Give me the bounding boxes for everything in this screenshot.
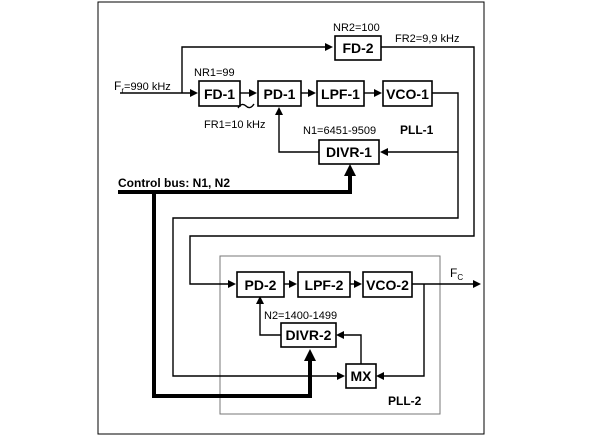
control-bus-divr1 bbox=[154, 173, 352, 194]
fd2-block: FD-2 bbox=[334, 35, 382, 61]
divr1-block: DIVR-1 bbox=[318, 139, 380, 165]
wire-vco1-out bbox=[432, 92, 459, 152]
arrowhead bbox=[256, 296, 264, 304]
arrowhead bbox=[190, 89, 198, 97]
svg-text:PD-2: PD-2 bbox=[245, 277, 277, 293]
fr1-label: FR1=10 kHz bbox=[204, 119, 265, 131]
wire-vco1-to-mx bbox=[172, 152, 459, 377]
lpf2-block: LPF-2 bbox=[297, 271, 351, 298]
arrowhead bbox=[376, 372, 384, 380]
arrowhead bbox=[275, 107, 283, 115]
svg-text:VCO-2: VCO-2 bbox=[366, 277, 409, 293]
pll2-frame bbox=[219, 255, 441, 415]
nr2-label: NR2=100 bbox=[333, 22, 380, 34]
wire-to-fd2 bbox=[181, 46, 326, 93]
arrowhead bbox=[380, 148, 388, 156]
arrowhead bbox=[325, 43, 333, 51]
outer-frame bbox=[97, 1, 485, 435]
arrowhead bbox=[374, 89, 382, 97]
svg-text:LPF-1: LPF-1 bbox=[321, 86, 360, 102]
pd1-block: PD-1 bbox=[257, 80, 302, 107]
fr2-label: FR2=9,9 kHz bbox=[395, 33, 460, 45]
svg-text:DIVR-2: DIVR-2 bbox=[286, 327, 332, 343]
control-bus-line bbox=[118, 190, 312, 398]
svg-text:LPF-2: LPF-2 bbox=[305, 277, 344, 293]
svg-text:VCO-1: VCO-1 bbox=[386, 86, 429, 102]
arrowhead bbox=[228, 280, 236, 288]
svg-text:MX: MX bbox=[351, 368, 373, 384]
divr2-block: DIVR-2 bbox=[280, 322, 337, 348]
bus-arrowhead bbox=[304, 349, 316, 361]
svg-text:FD-2: FD-2 bbox=[342, 40, 373, 56]
arrowhead bbox=[354, 280, 362, 288]
vco2-block: VCO-2 bbox=[362, 271, 413, 298]
fd1-block: FD-1 bbox=[198, 80, 241, 107]
mx-block: MX bbox=[345, 363, 377, 389]
fr-input-label: Fr=990 kHz bbox=[114, 79, 171, 95]
pll1-label: PLL-1 bbox=[400, 123, 434, 137]
svg-text:DIVR-1: DIVR-1 bbox=[326, 144, 372, 160]
svg-text:PD-1: PD-1 bbox=[264, 86, 296, 102]
lpf1-block: LPF-1 bbox=[316, 80, 365, 107]
fc-output-label: FC bbox=[450, 266, 463, 282]
arrowhead bbox=[308, 89, 316, 97]
n2-label: N2=1400-1499 bbox=[264, 310, 337, 322]
control-bus-label: Control bus: N1, N2 bbox=[118, 176, 230, 190]
n1-label: N1=6451-9509 bbox=[303, 125, 376, 137]
wire-mx-divr2 bbox=[343, 334, 362, 364]
svg-text:FD-1: FD-1 bbox=[204, 86, 235, 102]
arrowhead bbox=[289, 280, 297, 288]
wire-fd2-to-pd2 bbox=[189, 46, 475, 285]
nr1-label: NR1=99 bbox=[194, 67, 235, 79]
vco1-block: VCO-1 bbox=[382, 80, 433, 107]
pd2-block: PD-2 bbox=[236, 271, 285, 298]
bus-arrowhead bbox=[344, 164, 356, 176]
wire-divr2-pd2 bbox=[259, 303, 281, 336]
wire-divr1-pd1 bbox=[278, 114, 319, 153]
arrowhead bbox=[473, 280, 481, 288]
arrowhead bbox=[336, 331, 344, 339]
pll2-label: PLL-2 bbox=[388, 394, 422, 408]
arrowhead bbox=[337, 372, 345, 380]
arrowhead bbox=[249, 89, 257, 97]
wire-vco2-to-mx bbox=[383, 284, 425, 377]
